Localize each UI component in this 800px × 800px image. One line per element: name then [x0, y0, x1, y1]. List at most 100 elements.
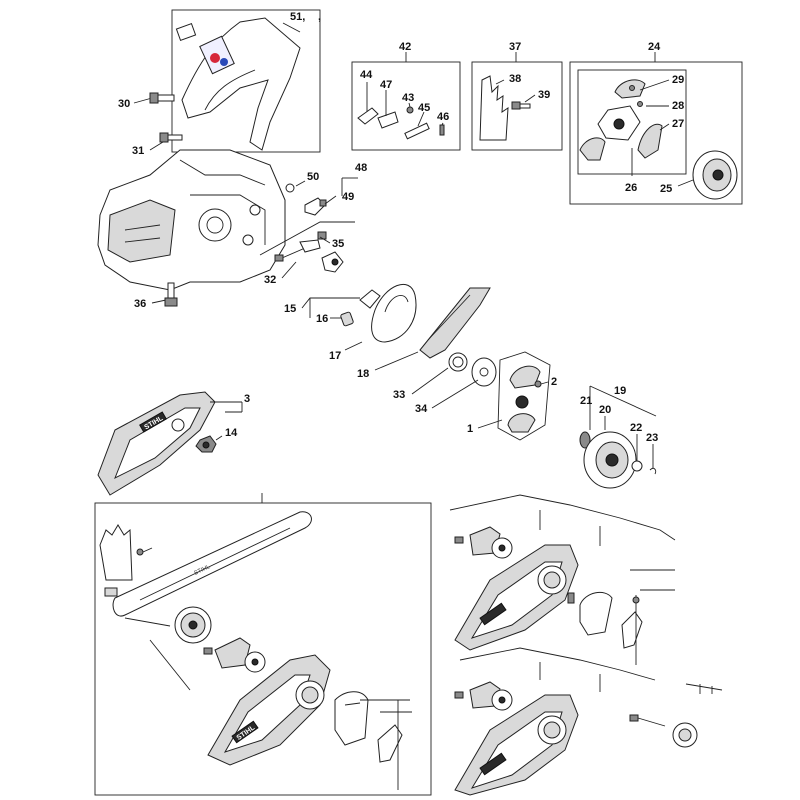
extra-screw[interactable]: [629, 714, 639, 722]
cover-lower-logo-plate: [231, 720, 259, 744]
tensioner-knob-lower[interactable]: [295, 680, 325, 710]
upper-brake-handle[interactable]: [621, 611, 643, 649]
leader-27: [659, 123, 670, 131]
drum-bore: [712, 169, 724, 181]
clutch-shoe-1b[interactable]: [507, 413, 536, 433]
clutch-shoe-left[interactable]: [579, 137, 606, 161]
hand-guard[interactable]: [181, 17, 301, 151]
upper-tensioner-gear[interactable]: [491, 537, 513, 559]
tensioner-screw-head: [274, 254, 284, 262]
gear-lower-hub: [251, 658, 259, 666]
upper-tensioner-knob[interactable]: [537, 565, 567, 595]
spike-screw-lower[interactable]: [136, 548, 144, 556]
callout-16: 16: [316, 313, 328, 325]
clutch-drum-25[interactable]: [692, 150, 738, 200]
clutch-drum-20[interactable]: [583, 431, 637, 489]
leader-45: [417, 111, 425, 127]
washer-22[interactable]: [631, 460, 643, 472]
leader-25: [677, 179, 694, 187]
knob-lower-inner: [301, 686, 319, 704]
callout-22: 22: [630, 422, 642, 434]
callout-18: 18: [357, 368, 369, 380]
callout-45: 45: [418, 102, 430, 114]
spring-33[interactable]: [448, 352, 468, 372]
clutch-shoe-27[interactable]: [637, 123, 663, 159]
e-clip-23[interactable]: [649, 467, 657, 475]
part-43[interactable]: [406, 106, 414, 114]
group-24: 24 29 28 27 26 25: [569, 41, 743, 205]
upper-spring[interactable]: [567, 592, 575, 604]
guide-bar[interactable]: [112, 511, 312, 617]
brake-lever-lower-detail: [344, 702, 361, 706]
callout-44: 44: [360, 69, 373, 81]
screw-39-shank: [519, 103, 531, 109]
part-47[interactable]: [377, 111, 399, 129]
screw-31-head[interactable]: [159, 132, 169, 143]
bar-leader: [124, 617, 171, 627]
washer-50[interactable]: [285, 183, 295, 193]
clutch-hub: [613, 118, 625, 130]
brake-band-17[interactable]: [371, 283, 417, 343]
lower-gear-hub: [498, 696, 506, 704]
variant-lower-leaders: [459, 647, 656, 681]
callout-35: 32: [264, 274, 276, 286]
upper-brake-lever[interactable]: [579, 591, 613, 636]
callout-31: 31: [132, 145, 144, 157]
spring-15[interactable]: [359, 289, 381, 309]
screw-32-head[interactable]: [164, 297, 178, 307]
callout-48: 48: [355, 162, 367, 174]
group-33-34: 33 34: [393, 352, 497, 415]
leader-17: [344, 341, 363, 351]
bumper-spike-38[interactable]: [479, 75, 509, 141]
leader-43: [408, 102, 411, 108]
leader-46: [441, 122, 444, 126]
extra-tensioner-knob[interactable]: [672, 722, 698, 748]
group-1-frame: [497, 351, 551, 441]
group-1-2: 2 1: [467, 351, 557, 441]
group-3-14: STIHL 3 14: [97, 391, 250, 496]
callout-37: 37: [509, 41, 521, 53]
callout-19: 19: [614, 385, 626, 397]
spring-28[interactable]: [637, 101, 643, 107]
screw-30-head[interactable]: [149, 92, 159, 104]
bar-leader-2: [149, 639, 191, 691]
screw-31-shank: [167, 134, 183, 141]
spring-2[interactable]: [534, 380, 542, 388]
engine-housing-group: [97, 149, 286, 291]
cover-logo-plate: [139, 411, 167, 433]
bar-plate[interactable]: [104, 587, 118, 597]
part-46[interactable]: [439, 124, 445, 136]
lower-tensioner-gear[interactable]: [491, 689, 513, 711]
upper-tensioner-screw[interactable]: [454, 536, 464, 544]
callout-43: 43: [402, 92, 414, 104]
label-red-mark: [210, 53, 220, 63]
leader-49: [324, 195, 337, 205]
leader-30: [133, 97, 153, 104]
lower-tensioner-knob[interactable]: [537, 715, 567, 745]
cover-boss: [171, 418, 185, 432]
nut-14-hole: [202, 441, 210, 449]
part-44[interactable]: [357, 107, 379, 125]
guide-bar-groove: [139, 527, 291, 601]
part-36-cap[interactable]: [317, 231, 327, 240]
lower-tensioner-screw[interactable]: [454, 691, 464, 699]
leader-50: [295, 180, 306, 187]
brake-lever-lower[interactable]: [334, 691, 369, 746]
part-16[interactable]: [340, 311, 354, 327]
screw-39-head[interactable]: [511, 101, 521, 110]
chain-sprocket-lower[interactable]: [174, 606, 212, 644]
brake-cover-18[interactable]: [419, 287, 491, 359]
tensioner-screw-lower[interactable]: [203, 647, 213, 655]
part-45[interactable]: [404, 122, 430, 140]
tensioner-gear-lower[interactable]: [244, 651, 266, 673]
brake-handle-lower[interactable]: [377, 724, 403, 763]
bar-stud-1: [242, 234, 254, 246]
spring-29[interactable]: [629, 85, 635, 91]
bumper-spike-lower[interactable]: [99, 524, 133, 581]
needle-bearing-21[interactable]: [579, 431, 591, 449]
callout-33: 33: [393, 389, 405, 401]
tensioner-slider[interactable]: [299, 239, 321, 253]
washer-34[interactable]: [471, 357, 497, 387]
housing-ridge-1: [179, 159, 266, 186]
variant-lower-right-ticks: [685, 683, 723, 694]
